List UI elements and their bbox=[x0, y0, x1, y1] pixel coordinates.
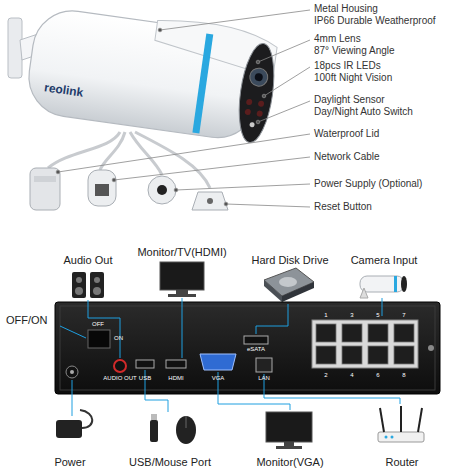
router-icon bbox=[378, 406, 424, 442]
panel-text: OFF bbox=[92, 321, 104, 328]
callout-label: Network Cable bbox=[314, 151, 380, 163]
leader-lines bbox=[56, 10, 310, 207]
callout-label: 4mm Lens bbox=[314, 33, 361, 45]
port-label: Camera Input bbox=[351, 254, 418, 267]
usb-mouse-icon bbox=[150, 414, 196, 444]
port-label: Power bbox=[54, 456, 85, 469]
callout-label: 100ft Night Vision bbox=[314, 72, 392, 84]
tv-icon bbox=[160, 262, 204, 297]
port-leaders bbox=[60, 298, 400, 416]
callout-label: Reset Button bbox=[314, 201, 372, 213]
panel-text: VGA bbox=[212, 375, 225, 382]
panel-text: LAN bbox=[258, 375, 270, 382]
port-number: 4 bbox=[350, 372, 353, 379]
callout-label: 18pcs IR LEDs bbox=[314, 60, 381, 72]
camera-input-icon bbox=[360, 276, 407, 298]
port-label: Router bbox=[385, 456, 418, 469]
port-label: OFF/ON bbox=[6, 314, 48, 327]
callout-label: Waterproof Lid bbox=[314, 128, 379, 140]
poe-ports bbox=[316, 324, 414, 364]
panel-text: eSATA bbox=[247, 346, 265, 353]
port-label: Monitor(VGA) bbox=[256, 456, 323, 469]
port-number: 7 bbox=[402, 312, 405, 319]
monitor-icon bbox=[266, 412, 312, 449]
callout-label: IP66 Durable Weatherproof bbox=[314, 15, 436, 27]
callout-label: Day/Night Auto Switch bbox=[314, 106, 413, 118]
speaker-icon bbox=[72, 272, 104, 298]
panel-text: AUDIO OUT bbox=[103, 375, 136, 382]
port-label: Audio Out bbox=[64, 254, 113, 267]
callout-label: Power Supply (Optional) bbox=[314, 178, 422, 190]
callout-label: Daylight Sensor bbox=[314, 94, 385, 106]
panel-text: ON bbox=[114, 335, 123, 342]
power-adapter-icon bbox=[56, 410, 92, 438]
port-label: Hard Disk Drive bbox=[251, 254, 328, 267]
callout-label: 87° Viewing Angle bbox=[314, 45, 395, 57]
port-number: 2 bbox=[324, 372, 327, 379]
panel-text: HDMI bbox=[168, 375, 183, 382]
port-label: Monitor/TV(HDMI) bbox=[137, 246, 226, 259]
bullet-camera bbox=[24, 0, 281, 145]
port-label: USB/Mouse Port bbox=[129, 456, 211, 469]
hdd-icon bbox=[264, 268, 314, 302]
port-number: 6 bbox=[376, 372, 379, 379]
callout-label: Metal Housing bbox=[314, 3, 378, 15]
port-number: 8 bbox=[402, 372, 405, 379]
port-number: 3 bbox=[350, 312, 353, 319]
port-number: 1 bbox=[324, 312, 327, 319]
panel-text: USB bbox=[139, 375, 151, 382]
port-number: 5 bbox=[376, 312, 379, 319]
camera-cables bbox=[48, 132, 210, 188]
